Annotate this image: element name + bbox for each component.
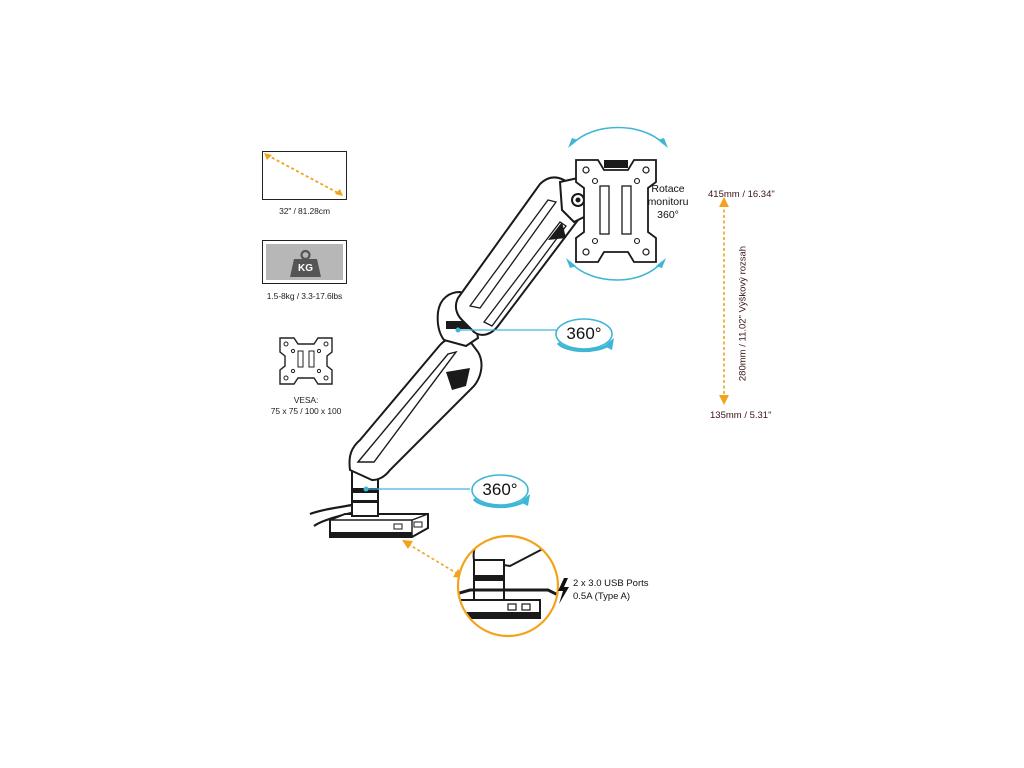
joint-rotation-label: 360° bbox=[566, 324, 602, 343]
usb-ports-label: 2 x 3.0 USB Ports bbox=[573, 578, 649, 589]
height-max-label: 415mm / 16.34" bbox=[708, 189, 775, 200]
vesa-mount-plate bbox=[575, 159, 657, 263]
base-callout-dot bbox=[363, 486, 369, 492]
screen-size-label: 32" / 81.28cm bbox=[279, 206, 330, 216]
monitor-rotation-line1: Rotace bbox=[651, 183, 685, 195]
screen-size-icon bbox=[262, 151, 347, 200]
lightning-icon bbox=[558, 578, 569, 604]
base-rotation-label: 360° bbox=[482, 480, 518, 499]
weight-capacity-icon: KG bbox=[262, 240, 347, 284]
weight-label: 1.5-8kg / 3.3-17.6lbs bbox=[266, 291, 343, 301]
joint-callout-dot bbox=[455, 327, 461, 333]
height-min-label: 135mm / 5.31" bbox=[710, 410, 772, 421]
desk-base bbox=[329, 513, 429, 538]
lower-arm bbox=[348, 337, 483, 482]
usb-zoom-circle bbox=[456, 534, 560, 638]
vesa-label-sizes: 75 x 75 / 100 x 100 bbox=[270, 406, 342, 416]
diagonal-arrow-icon bbox=[264, 153, 344, 197]
monitor-rotation-line3: 360° bbox=[657, 209, 679, 221]
height-dimension-arrow bbox=[719, 197, 729, 405]
usb-callout-arrow bbox=[402, 540, 464, 578]
base-rotation-badge bbox=[471, 474, 530, 509]
vesa-label-title: VESA: bbox=[293, 395, 319, 405]
joint-rotation-badge bbox=[555, 318, 614, 353]
monitor-rotation-arrows bbox=[566, 126, 668, 281]
kettlebell-icon bbox=[290, 249, 321, 277]
vesa-plate-icon bbox=[279, 337, 333, 385]
usb-power-label: 0.5A (Type A) bbox=[573, 591, 631, 602]
upper-arm bbox=[454, 176, 585, 336]
height-range-label: 280mm / 11.02" Výškový rozsah bbox=[737, 245, 749, 382]
weight-icon-text: KG bbox=[298, 263, 313, 274]
monitor-rotation-line2: monitoru bbox=[647, 196, 689, 208]
